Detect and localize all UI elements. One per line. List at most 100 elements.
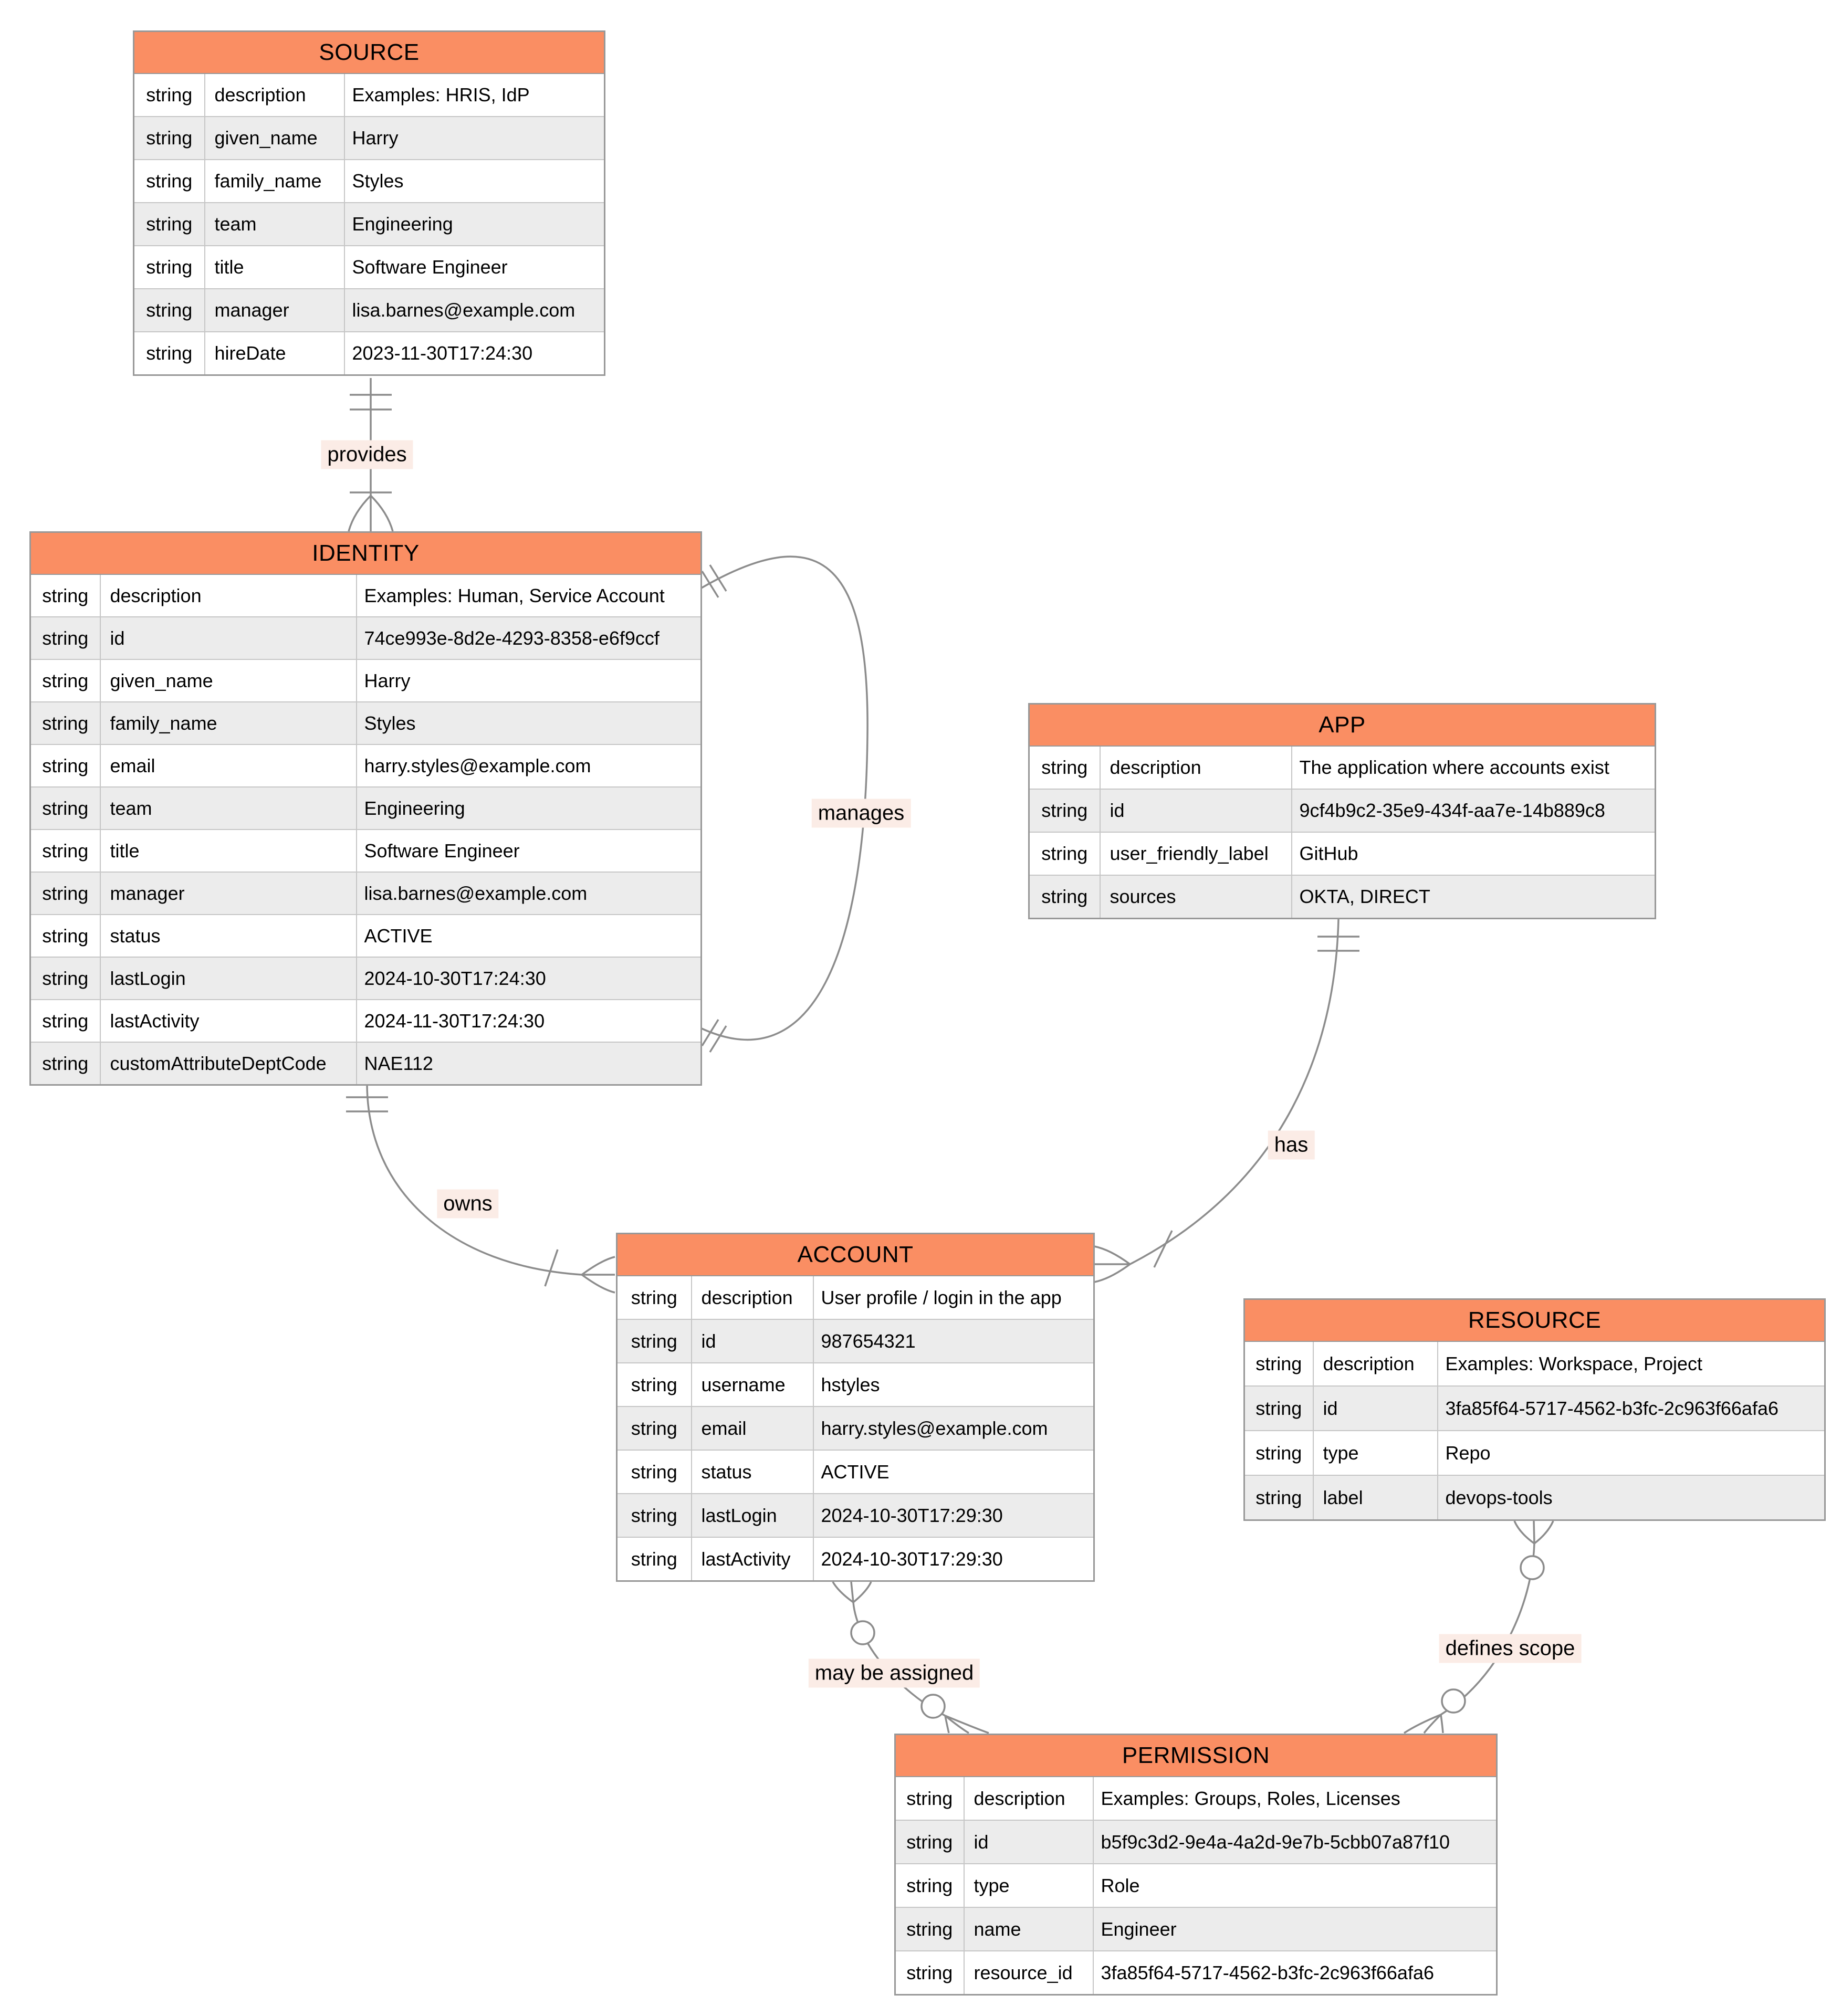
cell-value: Examples: HRIS, IdP — [343, 73, 605, 117]
cell-type: string — [616, 1275, 692, 1320]
crows-foot — [944, 1715, 950, 1734]
entity-title: RESOURCE — [1243, 1298, 1826, 1342]
cardinality-circle — [920, 1694, 946, 1719]
cell-attribute: description — [963, 1776, 1094, 1821]
relationship-label-defines-scope: defines scope — [1439, 1634, 1582, 1663]
cell-attribute: id — [1312, 1385, 1438, 1431]
cell-attribute: family_name — [204, 159, 345, 203]
cardinality-circle — [1441, 1688, 1466, 1714]
relationship-label-provides: provides — [321, 440, 413, 469]
cell-type: string — [616, 1450, 692, 1494]
cell-value: Examples: Human, Service Account — [355, 574, 702, 617]
cell-value: Examples: Workspace, Project — [1437, 1341, 1826, 1387]
crows-foot — [1533, 1520, 1554, 1545]
cell-type: string — [29, 914, 101, 958]
cardinality-circle — [1520, 1555, 1545, 1580]
cell-type: string — [29, 574, 101, 617]
cardinality-tick — [701, 571, 719, 598]
cell-value: 3fa85f64-5717-4562-b3fc-2c963f66afa6 — [1437, 1385, 1826, 1431]
cell-type: string — [133, 288, 205, 332]
cell-value: ACTIVE — [355, 914, 702, 958]
cell-type: string — [616, 1406, 692, 1451]
cell-type: string — [29, 744, 101, 788]
cell-attribute: description — [1312, 1341, 1438, 1387]
crows-foot — [1094, 1245, 1131, 1265]
cell-type: string — [29, 829, 101, 873]
cell-type: string — [1028, 832, 1101, 876]
cell-type: string — [616, 1319, 692, 1363]
cardinality-tick — [709, 564, 727, 592]
cell-type: string — [894, 1907, 965, 1951]
cell-type: string — [29, 957, 101, 1000]
cell-attribute: team — [204, 202, 345, 246]
crows-foot — [1094, 1263, 1131, 1283]
cell-value: Software Engineer — [355, 829, 702, 873]
cell-type: string — [1028, 746, 1101, 790]
cell-value: Engineering — [343, 202, 605, 246]
crows-foot — [832, 1581, 854, 1603]
cell-value: Software Engineer — [343, 245, 605, 289]
cell-type: string — [1243, 1475, 1314, 1521]
cell-type: string — [133, 245, 205, 289]
crows-foot — [1423, 1714, 1442, 1734]
cell-value: harry.styles@example.com — [355, 744, 702, 788]
cell-attribute: id — [963, 1820, 1094, 1864]
cell-attribute: lastLogin — [99, 957, 357, 1000]
cell-type: string — [29, 659, 101, 702]
cell-attribute: user_friendly_label — [1099, 832, 1292, 876]
cell-value: The application where accounts exist — [1291, 746, 1656, 790]
cell-attribute: status — [690, 1450, 814, 1494]
cell-attribute: lastActivity — [99, 999, 357, 1043]
cell-attribute: description — [1099, 746, 1292, 790]
cell-type: string — [894, 1776, 965, 1821]
crows-foot — [581, 1256, 615, 1276]
cell-attribute: name — [963, 1907, 1094, 1951]
crows-foot — [850, 1581, 854, 1603]
cell-attribute: id — [1099, 789, 1292, 833]
cardinality-tick — [701, 1019, 719, 1046]
relationship-label-has: has — [1268, 1130, 1315, 1160]
cell-attribute: id — [99, 616, 357, 660]
entity-title: APP — [1028, 703, 1656, 747]
cell-type: string — [29, 872, 101, 915]
cell-value: 2024-10-30T17:24:30 — [355, 957, 702, 1000]
crows-foot — [1404, 1714, 1441, 1734]
cell-attribute: manager — [204, 288, 345, 332]
cell-value: Role — [1092, 1863, 1498, 1908]
cell-value: 2024-11-30T17:24:30 — [355, 999, 702, 1043]
cell-value: 2024-10-30T17:29:30 — [812, 1493, 1095, 1538]
cell-attribute: email — [690, 1406, 814, 1451]
relationship-label-manages: manages — [811, 799, 911, 828]
cell-value: Engineer — [1092, 1907, 1498, 1951]
cell-type: string — [616, 1493, 692, 1538]
cell-value: Styles — [343, 159, 605, 203]
cell-value: NAE112 — [355, 1042, 702, 1086]
edge-defines-scope — [1404, 1520, 1554, 1734]
cell-value: 2023-11-30T17:24:30 — [343, 331, 605, 376]
cell-attribute: given_name — [204, 116, 345, 160]
cell-attribute: hireDate — [204, 331, 345, 376]
